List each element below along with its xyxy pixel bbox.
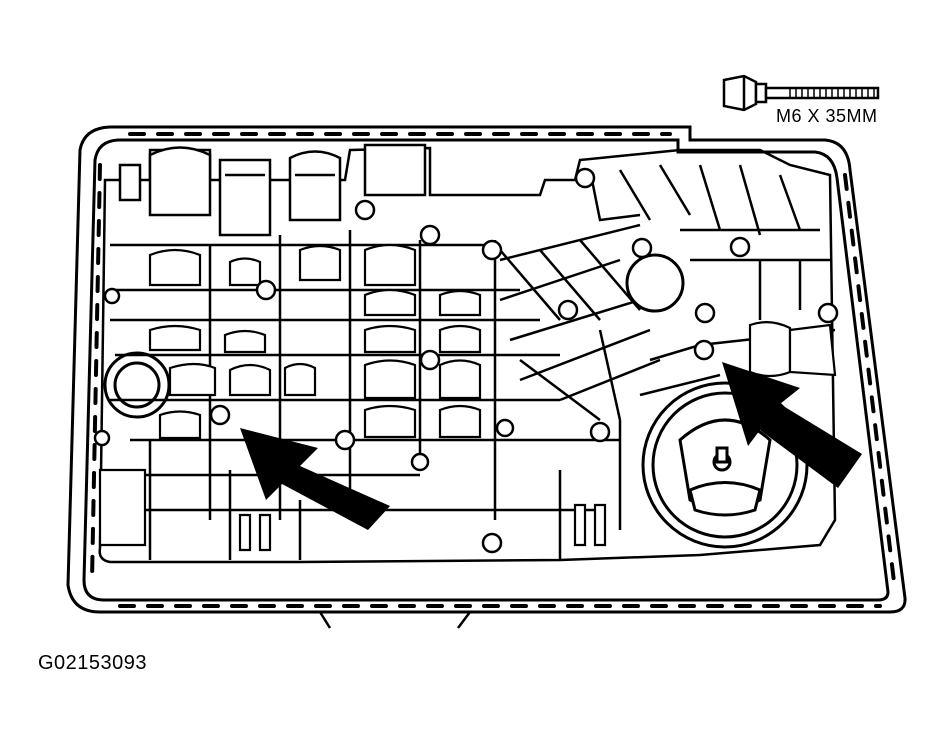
solenoid-blocks	[120, 145, 425, 235]
pan-notch	[320, 612, 470, 628]
pan-gasket-flange	[68, 127, 905, 612]
pressure-regulator	[643, 383, 807, 547]
flange-bolt-slots	[92, 134, 895, 606]
bolt-size-label: M6 X 35MM	[776, 106, 878, 126]
accumulator-plug	[105, 353, 169, 417]
bolt-icon	[724, 76, 878, 110]
valve-body-plate	[100, 148, 835, 562]
spool-valves	[100, 245, 835, 550]
center-port	[627, 255, 683, 311]
indicator-arrow-left	[240, 428, 390, 530]
figure-id: G02153093	[38, 652, 148, 674]
bolt-holes	[95, 169, 837, 552]
indicator-arrow-right	[722, 362, 862, 488]
